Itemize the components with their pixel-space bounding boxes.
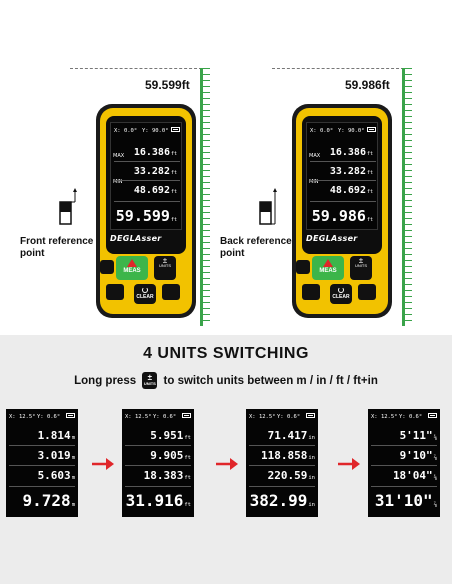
display-row-1: 16.386ft bbox=[329, 147, 373, 158]
x-tilt: X: 0.0° bbox=[310, 128, 334, 134]
ceiling-line-left bbox=[70, 68, 202, 69]
y-tilt: Y: 0.6° bbox=[399, 414, 423, 420]
brand-logo: DEGLAsser bbox=[306, 234, 358, 243]
function-button[interactable] bbox=[296, 260, 310, 274]
display-row-1: 16.386ft bbox=[133, 147, 177, 158]
x-tilt: X: 0.0° bbox=[114, 128, 138, 134]
display-row-1: 5.951ft bbox=[150, 429, 191, 442]
x-tilt: X: 12.5° bbox=[249, 414, 276, 420]
display-row-main: 382.99in bbox=[249, 491, 315, 510]
x-tilt: X: 12.5° bbox=[371, 414, 398, 420]
lcd-display-left: X: 0.0° Y: 90.0° MAX MIN 16.386ft 33.282… bbox=[110, 122, 182, 230]
y-tilt: Y: 0.6° bbox=[277, 414, 301, 420]
battery-icon bbox=[66, 413, 75, 418]
display-row-3: 18.383ft bbox=[143, 469, 191, 482]
arrow-right-icon bbox=[92, 458, 114, 470]
display-row-3: 220.59in bbox=[267, 469, 315, 482]
display-row-2: 3.019m bbox=[37, 449, 75, 462]
product-illustration: 59.599ft 59.986ft Front reference point … bbox=[20, 68, 412, 326]
max-indicator: MAX bbox=[309, 153, 321, 159]
laser-warning-icon bbox=[323, 259, 333, 267]
display-row-2: 9'10"⅞ bbox=[399, 449, 437, 462]
front-reference-icon bbox=[59, 188, 77, 225]
laser-warning-icon bbox=[127, 259, 137, 267]
display-row-main: 59.599ft bbox=[115, 207, 177, 225]
display-row-2: 33.282ft bbox=[133, 166, 177, 177]
y-tilt: Y: 0.6° bbox=[37, 414, 61, 420]
y-tilt: Y: 0.6° bbox=[153, 414, 177, 420]
display-row-1: 5'11"⅝ bbox=[399, 429, 437, 442]
display-row-3: 5.603m bbox=[37, 469, 75, 482]
back-reference-icon bbox=[259, 188, 277, 225]
laser-meter-right: X: 0.0° Y: 90.0° MAX MIN 16.386ft 33.282… bbox=[292, 104, 392, 318]
reference-button[interactable] bbox=[162, 284, 180, 300]
front-reference-label: Front reference point bbox=[20, 236, 94, 259]
display-row-3: 48.692ft bbox=[133, 185, 177, 196]
min-indicator: MIN bbox=[309, 179, 319, 185]
battery-icon bbox=[171, 127, 180, 132]
back-reference-label: Back reference point bbox=[220, 236, 292, 259]
y-tilt: Y: 90.0° bbox=[338, 128, 365, 134]
display-row-main: 31'10"⅞ bbox=[374, 491, 437, 510]
section-subtitle: Long press ±UNITS to switch units betwee… bbox=[0, 372, 452, 389]
battery-icon bbox=[367, 127, 376, 132]
save-button[interactable] bbox=[302, 284, 320, 300]
min-indicator: MIN bbox=[113, 179, 123, 185]
arrow-right-icon bbox=[338, 458, 360, 470]
y-tilt: Y: 90.0° bbox=[142, 128, 169, 134]
screen-inches: X: 12.5° Y: 0.6° 71.417in 118.858in 220.… bbox=[246, 409, 318, 517]
max-indicator: MAX bbox=[113, 153, 125, 159]
arrow-right-icon bbox=[216, 458, 238, 470]
section-title: 4 UNITS SWITCHING bbox=[143, 345, 309, 362]
power-icon bbox=[142, 287, 148, 293]
clear-button[interactable]: CLEAR bbox=[134, 284, 156, 304]
laser-meter-left: X: 0.0° Y: 90.0° MAX MIN 16.386ft 33.282… bbox=[96, 104, 196, 318]
battery-icon bbox=[428, 413, 437, 418]
brand-logo: DEGLAsser bbox=[110, 234, 162, 243]
display-row-main: 9.728m bbox=[22, 491, 75, 510]
x-tilt: X: 12.5° bbox=[9, 414, 36, 420]
lcd-display-right: X: 0.0° Y: 90.0° MAX MIN 16.386ft 33.282… bbox=[306, 122, 378, 230]
power-icon bbox=[338, 287, 344, 293]
reference-button[interactable] bbox=[358, 284, 376, 300]
function-button[interactable] bbox=[100, 260, 114, 274]
save-button[interactable] bbox=[106, 284, 124, 300]
display-row-2: 118.858in bbox=[261, 449, 315, 462]
display-row-2: 9.905ft bbox=[150, 449, 191, 462]
display-row-main: 59.986ft bbox=[311, 207, 373, 225]
measurement-right: 59.986ft bbox=[345, 78, 390, 92]
units-key-icon: ±UNITS bbox=[142, 372, 158, 389]
display-row-1: 71.417in bbox=[267, 429, 315, 442]
screen-feet: X: 12.5° Y: 0.6° 5.951ft 9.905ft 18.383f… bbox=[122, 409, 194, 517]
ceiling-line-right bbox=[272, 68, 404, 69]
units-button[interactable]: ±UNITS bbox=[154, 256, 176, 280]
display-row-main: 31.916ft bbox=[125, 491, 191, 510]
battery-icon bbox=[182, 413, 191, 418]
units-switching-section: 4 UNITS SWITCHING Long press ±UNITS to s… bbox=[0, 335, 452, 584]
ruler-right bbox=[402, 68, 412, 326]
display-row-3: 48.692ft bbox=[329, 185, 373, 196]
clear-button[interactable]: CLEAR bbox=[330, 284, 352, 304]
display-row-3: 18'04"⅝ bbox=[392, 469, 437, 482]
units-button[interactable]: ±UNITS bbox=[350, 256, 372, 280]
display-row-2: 33.282ft bbox=[329, 166, 373, 177]
ruler-left bbox=[200, 68, 210, 326]
display-row-1: 1.814m bbox=[37, 429, 75, 442]
screen-feet-inches: X: 12.5° Y: 0.6° 5'11"⅝ 9'10"⅞ 18'04"⅝ 3… bbox=[368, 409, 440, 517]
measurement-left: 59.599ft bbox=[145, 78, 190, 92]
meas-button[interactable]: MEAS bbox=[312, 256, 344, 280]
meas-button[interactable]: MEAS bbox=[116, 256, 148, 280]
screen-meters: X: 12.5° Y: 0.6° 1.814m 3.019m 5.603m 9.… bbox=[6, 409, 78, 517]
x-tilt: X: 12.5° bbox=[125, 414, 152, 420]
battery-icon bbox=[306, 413, 315, 418]
